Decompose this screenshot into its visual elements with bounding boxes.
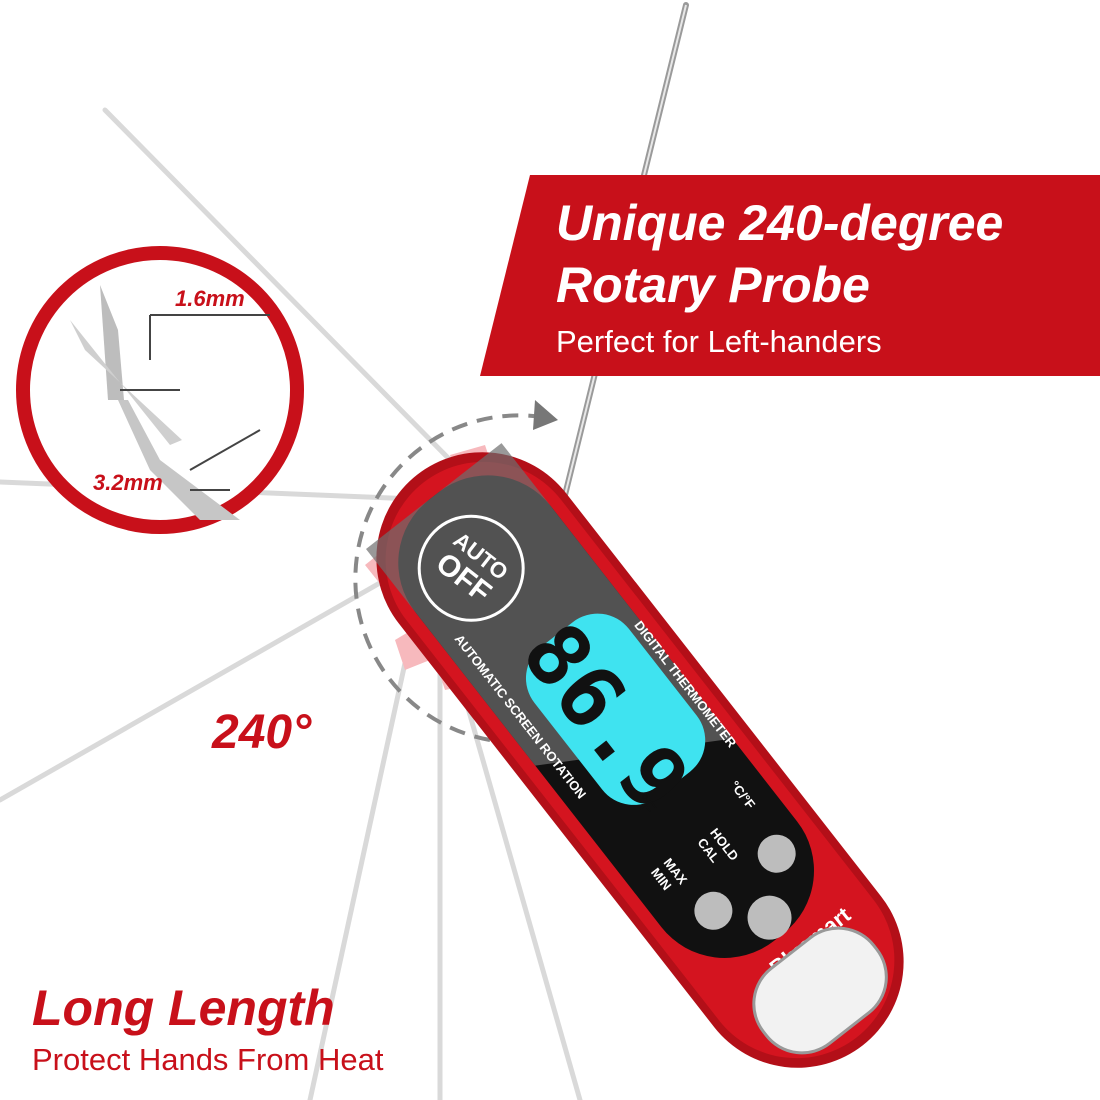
banner-title-line2: Rotary Probe	[556, 257, 870, 313]
probe-tip-inset: 1.6mm 3.2mm	[16, 246, 304, 534]
thermometer: AUTO OFF 86.9 °F DIGITAL THERMOMETER AUT…	[365, 443, 904, 1068]
bottom-subtitle: Protect Hands From Heat	[32, 1042, 384, 1077]
probe-diameter-label: 3.2mm	[93, 470, 163, 495]
hold-cal-button[interactable]	[739, 887, 801, 949]
banner-subtitle: Perfect for Left-handers	[556, 324, 882, 359]
tip-diameter-label: 1.6mm	[175, 286, 245, 311]
max-min-button[interactable]	[687, 884, 740, 937]
banner-title-line1: Unique 240-degree	[556, 195, 1003, 251]
rotation-arc	[353, 413, 549, 742]
auto-off-badge: AUTO OFF	[417, 514, 525, 622]
unit-light-button[interactable]	[750, 827, 803, 880]
rotation-degree-label: 240°	[211, 706, 312, 759]
banner-background	[480, 175, 1100, 376]
arrow-icon	[533, 400, 558, 430]
bottom-title: Long Length	[32, 980, 335, 1036]
probe-positions	[0, 107, 583, 1100]
bottle-opener	[752, 926, 888, 1055]
lcd-screen	[525, 613, 706, 805]
